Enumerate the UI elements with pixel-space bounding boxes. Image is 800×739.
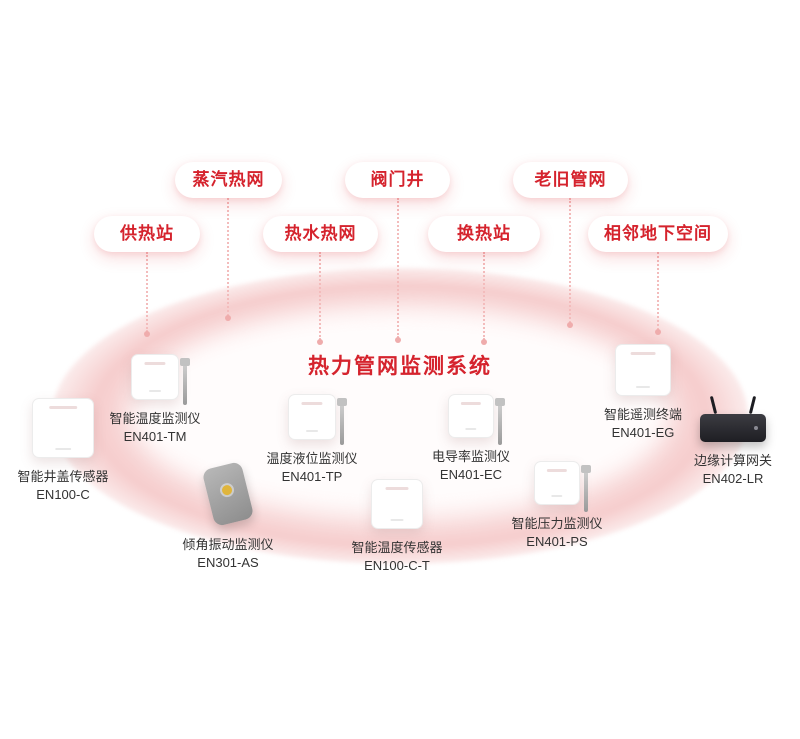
device-name: 智能压力监测仪 — [511, 516, 603, 531]
pipeline-ring — [52, 268, 748, 564]
device-model: EN100-C — [36, 487, 90, 502]
tilt-vibration-icon — [196, 461, 260, 527]
device-name: 智能温度传感器 — [351, 540, 443, 555]
device-edge-gateway: 边缘计算网关 EN402-LR — [668, 395, 798, 488]
scene-pill-underground-space: 相邻地下空间 — [588, 216, 728, 252]
diagram-title: 热力管网监测系统 — [308, 355, 492, 378]
device-name: 温度液位监测仪 — [266, 451, 358, 466]
probe-cable — [337, 398, 347, 445]
connector-line-exchange-station — [481, 252, 487, 345]
device-telemetry-terminal: 智能遥测终端 EN401-EG — [578, 344, 708, 442]
device-name: 智能遥测终端 — [603, 407, 682, 422]
device-name: 倾角振动监测仪 — [182, 537, 274, 552]
scene-pill-old-pipes: 老旧管网 — [513, 162, 628, 198]
edge-gateway-icon — [700, 395, 766, 442]
scene-pill-exchange-station: 换热站 — [428, 216, 540, 252]
device-name: 边缘计算网关 — [693, 453, 772, 468]
connector-line-heating-station — [144, 252, 150, 337]
device-model: EN401-EG — [611, 425, 675, 440]
gateway-body — [700, 414, 766, 442]
probe-cable — [495, 398, 505, 445]
connector-line-hotwater-network — [317, 252, 323, 345]
device-conductivity-monitor: 电导率监测仪 EN401-EC — [406, 394, 536, 484]
smart-temp-sensor-icon — [371, 479, 423, 529]
device-name: 智能井盖传感器 — [17, 469, 109, 484]
device-model: EN301-AS — [197, 555, 259, 570]
scene-pill-valve-well: 阀门井 — [345, 162, 450, 198]
scene-pill-heating-station: 供热站 — [94, 216, 200, 252]
device-model: EN401-TM — [123, 429, 187, 444]
manhole-sensor-icon — [32, 398, 94, 458]
connector-line-valve-well — [395, 198, 401, 343]
temp-level-monitor-icon — [288, 394, 347, 445]
device-smart-temp-sensor: 智能温度传感器 EN100-C-T — [336, 479, 458, 575]
device-model: EN100-C-T — [364, 558, 430, 573]
antenna-icon — [709, 395, 718, 415]
device-name: 智能温度监测仪 — [109, 411, 201, 426]
device-tilt-vibration-monitor: 倾角振动监测仪 EN301-AS — [166, 461, 290, 572]
conductivity-monitor-icon — [448, 394, 505, 445]
device-model: EN401-TP — [281, 469, 343, 484]
scene-pill-hotwater-network: 热水热网 — [263, 216, 378, 252]
telemetry-terminal-icon — [615, 344, 671, 396]
device-temperature-monitor: 智能温度监测仪 EN401-TM — [85, 354, 225, 446]
connector-line-steam-network — [225, 198, 231, 321]
device-model: EN401-PS — [526, 534, 588, 549]
probe-cable — [581, 465, 591, 512]
connector-line-old-pipes — [567, 198, 573, 328]
device-model: EN401-EC — [439, 467, 503, 482]
device-pressure-monitor: 智能压力监测仪 EN401-PS — [492, 461, 622, 551]
device-name: 电导率监测仪 — [431, 449, 510, 464]
device-temp-level-monitor: 温度液位监测仪 EN401-TP — [242, 394, 382, 486]
pressure-monitor-icon — [534, 461, 591, 512]
connector-line-underground-space — [655, 252, 661, 335]
scene-pill-steam-network: 蒸汽热网 — [175, 162, 282, 198]
tilt-sensor-body — [201, 461, 255, 527]
antenna-icon — [748, 395, 757, 415]
device-model: EN402-LR — [702, 471, 764, 486]
temperature-monitor-icon — [131, 354, 190, 405]
probe-cable — [180, 358, 190, 405]
device-manhole-sensor: 智能井盖传感器 EN100-C — [2, 398, 124, 504]
